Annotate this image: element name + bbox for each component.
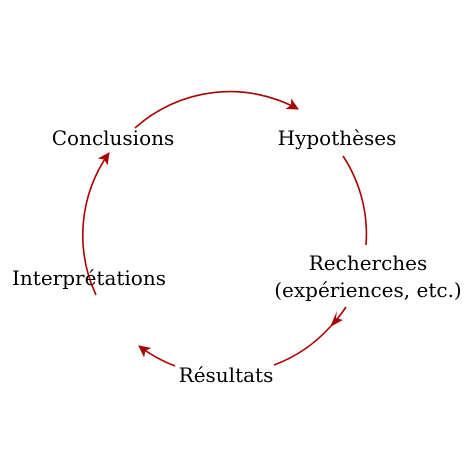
node-hypotheses: Hypothèses bbox=[278, 126, 397, 150]
arrow-resultats-to-interpretations bbox=[138, 345, 176, 367]
node-interpretations: Interprétations bbox=[12, 266, 166, 290]
arrowhead-recherches-to-resultats bbox=[330, 311, 343, 327]
node-recherches: Recherches bbox=[309, 251, 428, 275]
arrow-interpretations-to-conclusions bbox=[82, 152, 110, 296]
node-resultats: Résultats bbox=[179, 363, 274, 387]
arc-recherches-to-resultats-lower bbox=[273, 326, 331, 366]
arrow-conclusions-to-hypotheses bbox=[134, 90, 299, 129]
arc-hypotheses-to-recherches bbox=[342, 155, 368, 246]
node-conclusions: Conclusions bbox=[52, 126, 175, 150]
node-recherches-subtitle: (expériences, etc.) bbox=[274, 278, 461, 302]
